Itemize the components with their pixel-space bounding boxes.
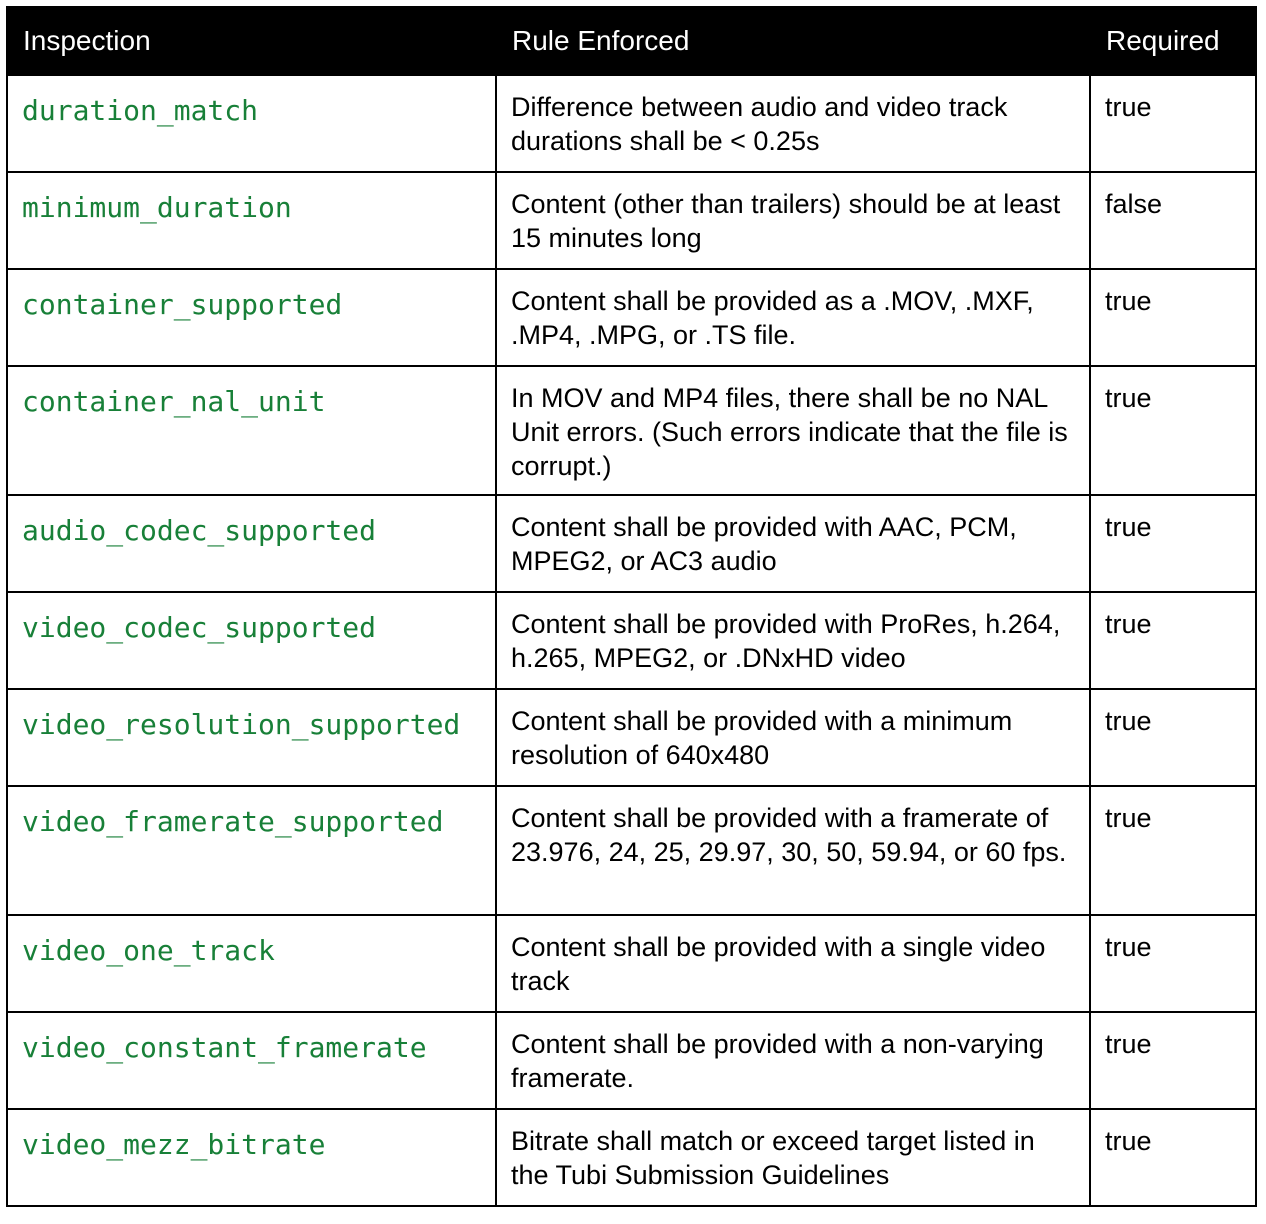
inspection-cell: container_nal_unit: [6, 365, 497, 496]
required-cell: true: [1089, 268, 1257, 367]
table-body: duration_match Difference between audio …: [6, 74, 1257, 1207]
inspection-cell: video_framerate_supported: [6, 785, 497, 916]
header-rule-enforced: Rule Enforced: [495, 6, 1091, 76]
rule-cell: Content shall be provided with a single …: [495, 914, 1091, 1013]
inspection-cell: video_mezz_bitrate: [6, 1108, 497, 1207]
table-row: audio_codec_supported Content shall be p…: [6, 494, 1257, 593]
header-required: Required: [1089, 6, 1257, 76]
required-cell: true: [1089, 494, 1257, 593]
table-row: video_resolution_supported Content shall…: [6, 688, 1257, 787]
table-row: container_supported Content shall be pro…: [6, 268, 1257, 367]
rule-cell: Difference between audio and video track…: [495, 74, 1091, 173]
table-row: minimum_duration Content (other than tra…: [6, 171, 1257, 270]
header-inspection: Inspection: [6, 6, 497, 76]
table-row: video_constant_framerate Content shall b…: [6, 1011, 1257, 1110]
required-cell: true: [1089, 1108, 1257, 1207]
table-row: duration_match Difference between audio …: [6, 74, 1257, 173]
table-row: video_codec_supported Content shall be p…: [6, 591, 1257, 690]
rule-cell: Content shall be provided with a non-var…: [495, 1011, 1091, 1110]
rule-cell: Bitrate shall match or exceed target lis…: [495, 1108, 1091, 1207]
inspection-cell: container_supported: [6, 268, 497, 367]
rule-cell: Content shall be provided with a minimum…: [495, 688, 1091, 787]
table-row: video_one_track Content shall be provide…: [6, 914, 1257, 1013]
table-header: Inspection Rule Enforced Required: [6, 6, 1257, 76]
required-cell: true: [1089, 785, 1257, 916]
table-row: container_nal_unit In MOV and MP4 files,…: [6, 365, 1257, 496]
rule-cell: Content shall be provided with AAC, PCM,…: [495, 494, 1091, 593]
required-cell: true: [1089, 1011, 1257, 1110]
rule-cell: In MOV and MP4 files, there shall be no …: [495, 365, 1091, 496]
required-cell: true: [1089, 74, 1257, 173]
rule-cell: Content (other than trailers) should be …: [495, 171, 1091, 270]
required-cell: true: [1089, 365, 1257, 496]
inspection-cell: video_codec_supported: [6, 591, 497, 690]
inspection-cell: video_resolution_supported: [6, 688, 497, 787]
required-cell: false: [1089, 171, 1257, 270]
rule-cell: Content shall be provided with ProRes, h…: [495, 591, 1091, 690]
header-row: Inspection Rule Enforced Required: [6, 6, 1257, 76]
inspection-cell: duration_match: [6, 74, 497, 173]
required-cell: true: [1089, 688, 1257, 787]
required-cell: true: [1089, 914, 1257, 1013]
table-row: video_framerate_supported Content shall …: [6, 785, 1257, 916]
rule-cell: Content shall be provided with a framera…: [495, 785, 1091, 916]
required-cell: true: [1089, 591, 1257, 690]
inspection-cell: video_one_track: [6, 914, 497, 1013]
inspection-table-container: Inspection Rule Enforced Required durati…: [6, 6, 1257, 1207]
inspection-cell: audio_codec_supported: [6, 494, 497, 593]
rule-cell: Content shall be provided as a .MOV, .MX…: [495, 268, 1091, 367]
inspection-table: Inspection Rule Enforced Required durati…: [6, 6, 1257, 1207]
inspection-cell: minimum_duration: [6, 171, 497, 270]
table-row: video_mezz_bitrate Bitrate shall match o…: [6, 1108, 1257, 1207]
inspection-cell: video_constant_framerate: [6, 1011, 497, 1110]
